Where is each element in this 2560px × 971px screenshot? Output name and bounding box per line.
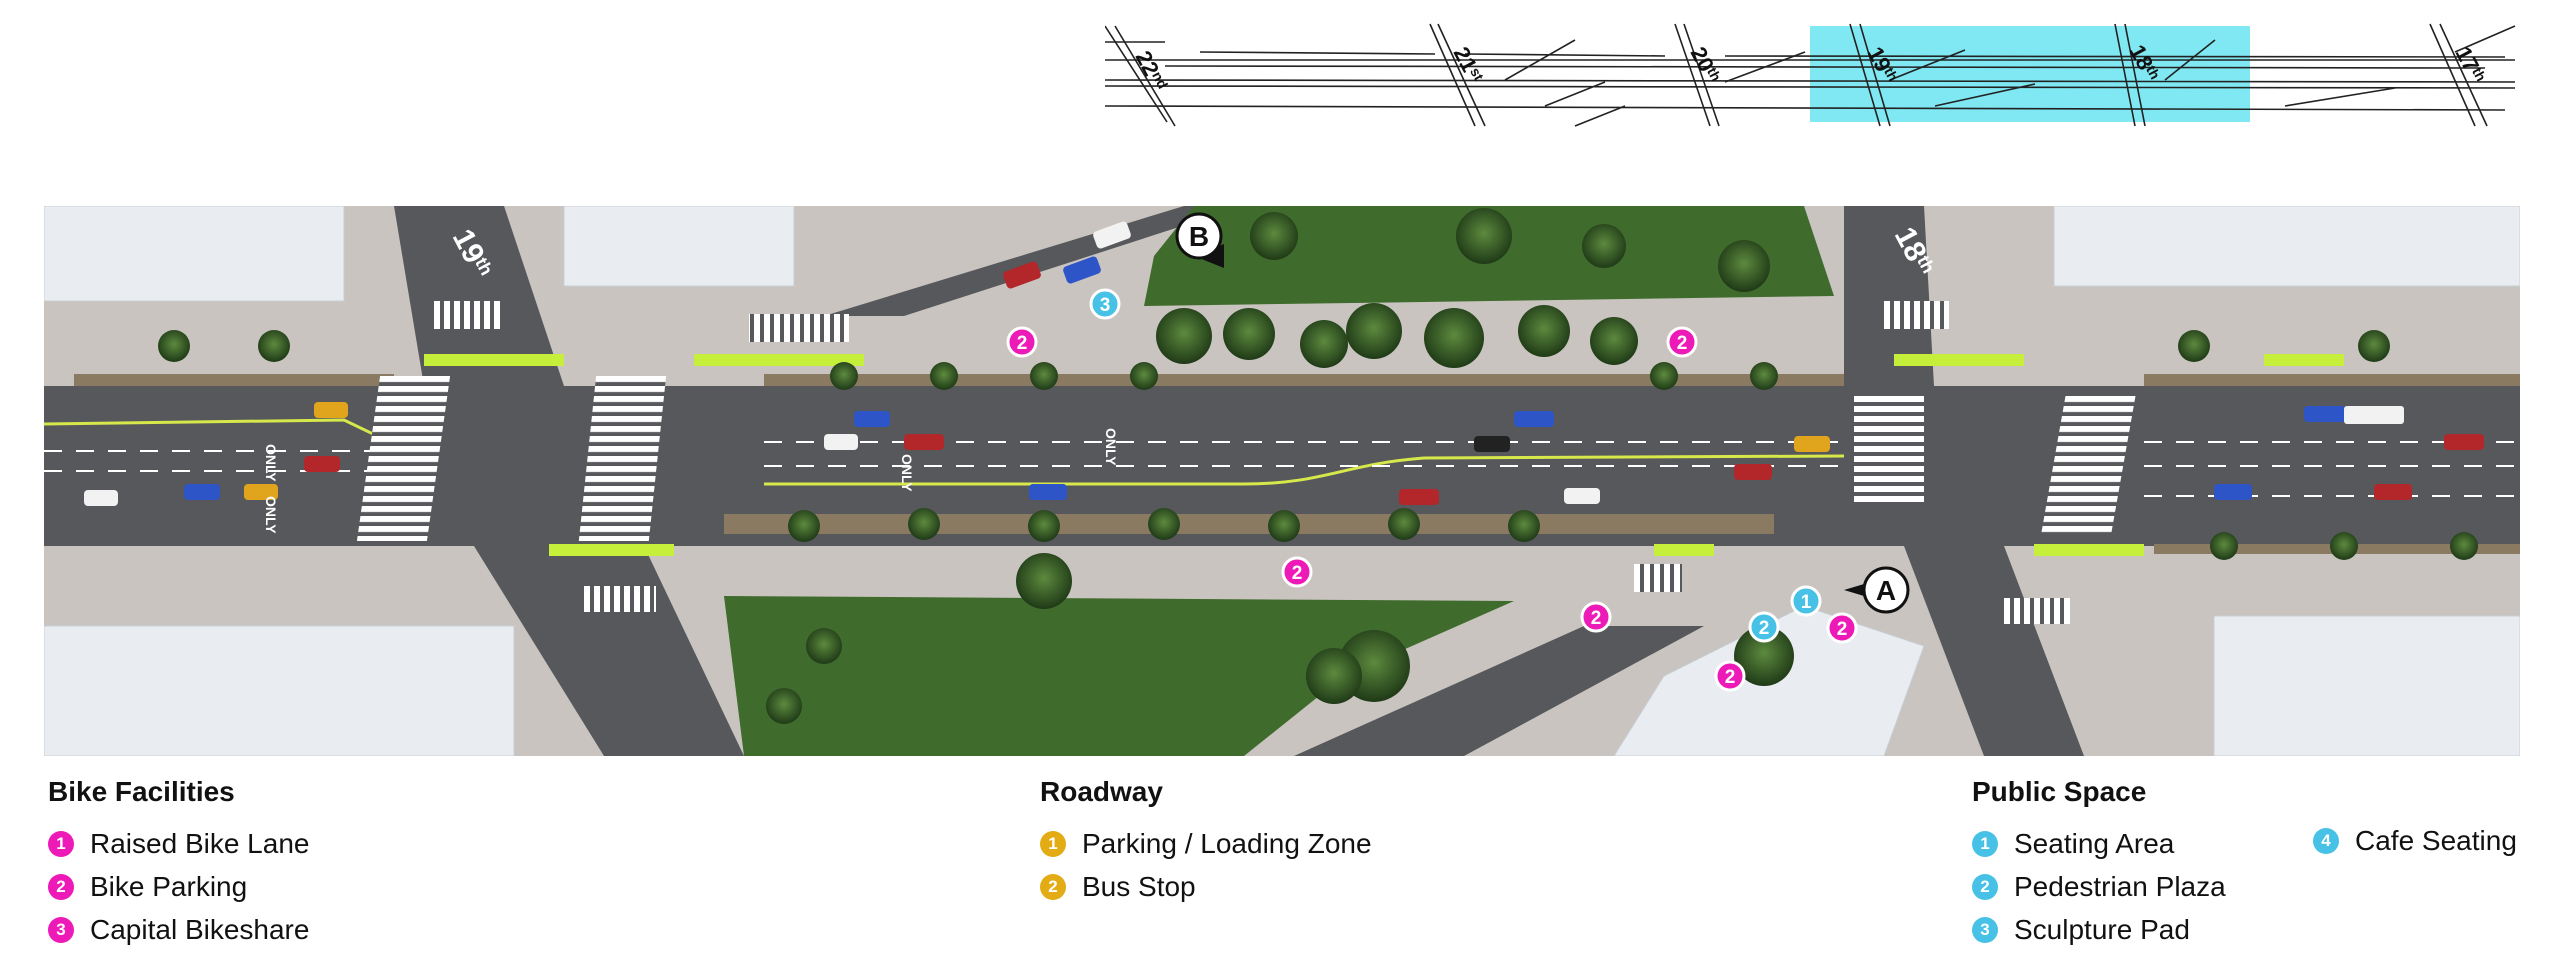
legend-badge: 4 <box>2313 827 2339 854</box>
legend-title-roadway: Roadway <box>1040 776 1163 807</box>
legend-label: Sculpture Pad <box>2014 913 2190 945</box>
legend-label: Raised Bike Lane <box>90 827 310 859</box>
crosswalk <box>584 586 656 612</box>
crosswalk <box>1854 396 1924 506</box>
legend-title-public: Public Space <box>1972 776 2147 807</box>
lane-marking-text: ONLY <box>263 444 279 482</box>
lane-lines <box>44 441 2520 497</box>
key-map-drawing: 22nd 21st 20th 19th 18th 17th <box>1105 23 2516 127</box>
aerial-drawing: ONLY ONLY ONLY ONLY 19th 18th B A 2 2 2 … <box>44 206 2520 756</box>
lane-marking-text: ONLY <box>263 496 279 534</box>
park-south <box>724 596 1514 756</box>
legend-badge: 1 <box>48 830 74 857</box>
crosswalk <box>2040 396 2136 536</box>
crosswalk <box>434 301 504 329</box>
legend-label: Cafe Seating <box>2355 824 2517 856</box>
cross-street-18th <box>1844 206 2154 756</box>
legend-item-bike-parking: 2 Bike Parking <box>48 865 309 908</box>
view-pin-b[interactable]: B <box>1175 212 1224 268</box>
svg-text:2: 2 <box>1725 667 1736 688</box>
svg-text:B: B <box>1189 221 1209 252</box>
map-badge-bike-parking: 2 <box>1826 612 1858 644</box>
legend-item-seating-area: 1 Seating Area <box>1972 822 2226 865</box>
legend-item-bus-stop: 2 Bus Stop <box>1040 865 1372 908</box>
diagonal-road-north <box>824 206 1244 316</box>
svg-text:2: 2 <box>1591 608 1602 629</box>
key-map-corridor <box>1105 23 2516 127</box>
map-badge-bike-parking: 2 <box>1006 326 1038 358</box>
svg-text:3: 3 <box>1100 295 1111 316</box>
svg-text:1: 1 <box>1801 592 1812 613</box>
legend-badge: 1 <box>1040 830 1066 857</box>
legend-badge: 2 <box>48 873 74 900</box>
svg-text:A: A <box>1876 575 1896 606</box>
crosswalk <box>1634 564 1682 592</box>
key-map-label-17: 17th <box>2451 43 2491 88</box>
aerial-rendering: ONLY ONLY ONLY ONLY 19th 18th B A 2 2 2 … <box>44 206 2520 756</box>
view-pin-a[interactable]: A <box>1844 566 1910 614</box>
cross-street-19th <box>394 206 744 756</box>
svg-text:2: 2 <box>1759 618 1770 639</box>
map-badge-bike-parking: 2 <box>1580 601 1612 633</box>
legend-item-parking-loading: 1 Parking / Loading Zone <box>1040 822 1372 865</box>
legend-badge: 3 <box>1972 916 1998 943</box>
crosswalk <box>2004 598 2070 624</box>
map-badge-bike-parking: 2 <box>1281 556 1313 588</box>
svg-text:2: 2 <box>1837 619 1848 640</box>
legend-item-sculpture-pad: 3 Sculpture Pad <box>1972 908 2226 951</box>
key-map: 22nd 21st 20th 19th 18th 17th <box>1105 22 2525 130</box>
legend-item-capital-bikeshare: 3 Capital Bikeshare <box>48 908 309 951</box>
legend-label: Bus Stop <box>1082 870 1196 902</box>
svg-text:2: 2 <box>1292 563 1303 584</box>
legend-badge: 2 <box>1972 873 1998 900</box>
legend-badge: 2 <box>1040 873 1066 900</box>
legend-badge: 1 <box>1972 830 1998 857</box>
legend-public-space: Public Space 1 Seating Area 2 Pedestrian… <box>1972 776 2226 951</box>
crosswalk <box>578 376 667 541</box>
crosswalk <box>1884 301 1949 329</box>
map-badge-sculpture-pad: 3 <box>1089 288 1121 320</box>
legend-label: Seating Area <box>2014 827 2175 859</box>
legend-label: Pedestrian Plaza <box>2014 870 2226 902</box>
legend-item-pedestrian-plaza: 2 Pedestrian Plaza <box>1972 865 2226 908</box>
legend-item-cafe-seating: 4 Cafe Seating <box>2313 819 2517 862</box>
legend-title-bike: Bike Facilities <box>48 776 235 807</box>
vehicles <box>84 221 2484 506</box>
legend-badge: 3 <box>48 916 74 943</box>
legend-bike-facilities: Bike Facilities 1 Raised Bike Lane 2 Bik… <box>48 776 309 951</box>
legend-roadway: Roadway 1 Parking / Loading Zone 2 Bus S… <box>1040 776 1372 908</box>
trees <box>158 208 2478 724</box>
lane-marking-text: ONLY <box>1103 428 1119 466</box>
legend-public-space-col2: 4 Cafe Seating <box>2313 819 2517 862</box>
diagonal-road-south <box>1294 626 1704 756</box>
map-badge-bike-parking: 2 <box>1666 326 1698 358</box>
map-badge-seating-area: 1 <box>1790 585 1822 617</box>
map-badge-pedestrian-plaza: 2 <box>1748 611 1780 643</box>
lane-marking-text: ONLY <box>899 454 915 492</box>
legend-label: Bike Parking <box>90 870 248 902</box>
svg-text:2: 2 <box>1017 333 1028 354</box>
map-badge-bike-parking: 2 <box>1714 660 1746 692</box>
legend-item-raised-bike-lane: 1 Raised Bike Lane <box>48 822 309 865</box>
bike-lane-markings <box>424 354 2344 556</box>
crosswalk <box>356 376 451 541</box>
legend-label: Capital Bikeshare <box>90 913 310 945</box>
crosswalk <box>749 314 849 342</box>
legend-label: Parking / Loading Zone <box>1082 827 1372 859</box>
svg-text:2: 2 <box>1677 333 1688 354</box>
buildings <box>44 206 2520 756</box>
